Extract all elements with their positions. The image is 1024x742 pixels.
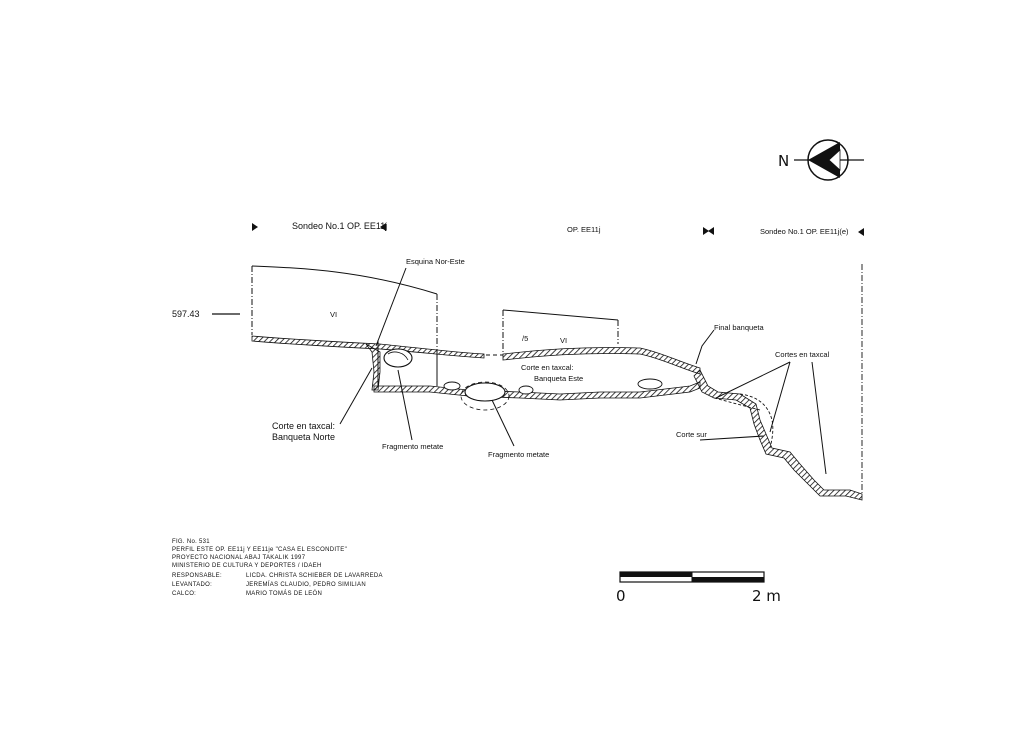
ground-profile-right xyxy=(693,369,863,501)
caption-value-responsable: LICDA. CHRISTA SCHIEBER DE LAVARREDA xyxy=(246,573,383,579)
label-esquina: Esquina Nor-Este xyxy=(406,257,465,266)
caption-key-levantado: LEVANTADO: xyxy=(172,582,212,588)
caption-key-calco: CALCO: xyxy=(172,591,196,597)
layer-number-mid: /5 xyxy=(522,334,528,343)
scale-start-label: 0 xyxy=(616,587,626,605)
label-corte-sur: Corte sur xyxy=(676,430,707,439)
header-center-label: OP. EE11j xyxy=(567,225,601,234)
right-wall-outline xyxy=(713,264,863,494)
header-right-label: Sondeo No.1 OP. EE11j(e) xyxy=(760,227,849,236)
label-corte-taxcal-norte-2: Banqueta Norte xyxy=(272,432,335,442)
header-markers xyxy=(252,223,864,236)
stones xyxy=(443,378,663,395)
scale-bar xyxy=(619,571,765,583)
label-corte-taxcal-este-2: Banqueta Este xyxy=(534,374,583,383)
metate-fragment-2 xyxy=(460,381,510,411)
scale-end-label: 2 m xyxy=(752,587,781,605)
layer-label-left: VI xyxy=(330,310,337,319)
caption-key-responsable: RESPONSABLE: xyxy=(172,573,222,579)
label-corte-taxcal-norte-1: Corte en taxcal: xyxy=(272,421,335,431)
label-fragmento-2: Fragmento metate xyxy=(488,450,549,459)
caption-value-levantado: JEREMÍAS CLAUDIO, PEDRO SIMILIAN xyxy=(246,581,366,588)
label-cortes-taxcal: Cortes en taxcal xyxy=(775,350,830,359)
metate-fragment-1 xyxy=(383,348,413,368)
caption-title: PERFIL ESTE OP. EE11j Y EE11je "CASA EL … xyxy=(172,547,347,553)
north-arrow-icon xyxy=(794,139,864,181)
left-excavation-outline xyxy=(251,265,438,386)
north-letter: N xyxy=(778,152,789,170)
header-left-label: Sondeo No.1 OP. EE11j xyxy=(292,221,387,231)
pit-left-wall xyxy=(365,343,381,391)
label-final-banqueta: Final banqueta xyxy=(714,323,764,332)
caption-ministry: MINISTERIO DE CULTURA Y DEPORTES / IDAEH xyxy=(172,563,322,569)
caption-value-calco: MARIO TOMÁS DE LEÓN xyxy=(246,590,322,597)
leader-lines xyxy=(339,267,827,475)
caption-fig: FIG. No. 531 xyxy=(172,539,210,545)
label-corte-taxcal-este-1: Corte en taxcal: xyxy=(521,363,574,372)
middle-excavation-outline xyxy=(486,309,619,356)
layer-label-mid: VI xyxy=(560,336,567,345)
caption-project: PROYECTO NACIONAL ABAJ TAKALIK 1997 xyxy=(172,555,306,561)
elevation-label: 597.43 xyxy=(172,309,200,319)
label-fragmento-1: Fragmento metate xyxy=(382,442,443,451)
caption-block: FIG. No. 531 PERFIL ESTE OP. EE11j Y EE1… xyxy=(172,539,383,597)
